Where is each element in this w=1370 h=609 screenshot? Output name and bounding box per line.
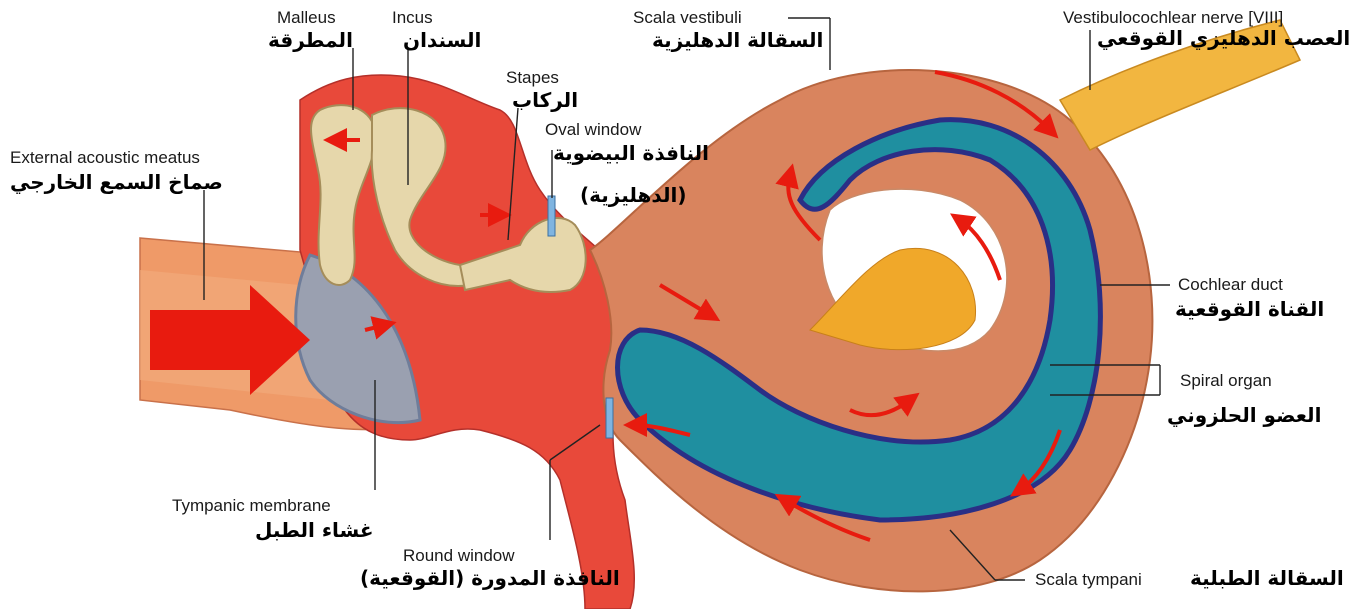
oval-window-marker	[548, 196, 555, 236]
label-incus-en: Incus	[392, 8, 433, 28]
label-external-meatus-en: External acoustic meatus	[10, 148, 200, 168]
label-oval-window-ar2: (الدهليزية)	[580, 183, 686, 207]
label-tympanic-membrane-ar: غشاء الطبل	[255, 518, 374, 542]
label-scala-tympani-en: Scala tympani	[1035, 570, 1142, 590]
label-incus-ar: السندان	[403, 28, 481, 52]
label-external-meatus-ar: صماخ السمع الخارجي	[10, 170, 223, 194]
label-scala-vestibuli-en: Scala vestibuli	[633, 8, 742, 28]
label-malleus-en: Malleus	[277, 8, 336, 28]
label-spiral-organ-en: Spiral organ	[1180, 371, 1272, 391]
label-cochlear-duct-en: Cochlear duct	[1178, 275, 1283, 295]
round-window-marker	[606, 398, 613, 438]
label-stapes-en: Stapes	[506, 68, 559, 88]
label-round-window-en: Round window	[403, 546, 515, 566]
label-oval-window-en: Oval window	[545, 120, 641, 140]
label-oval-window-ar: النافذة البيضوية	[553, 141, 709, 165]
label-scala-tympani-ar: السقالة الطبلية	[1190, 566, 1344, 590]
label-cochlear-duct-ar: القناة القوقعية	[1175, 297, 1324, 321]
label-round-window-ar: النافذة المدورة (القوقعية)	[360, 566, 620, 590]
label-stapes-ar: الركاب	[512, 88, 578, 112]
label-nerve-ar: العصب الدهليزي القوقعي	[1097, 26, 1350, 50]
label-malleus-ar: المطرقة	[268, 28, 353, 52]
label-spiral-organ-ar: العضو الحلزوني	[1167, 403, 1321, 427]
label-nerve-en: Vestibulocochlear nerve [VIII]	[1063, 8, 1283, 28]
label-tympanic-membrane-en: Tympanic membrane	[172, 496, 331, 516]
label-scala-vestibuli-ar: السقالة الدهليزية	[652, 28, 823, 52]
